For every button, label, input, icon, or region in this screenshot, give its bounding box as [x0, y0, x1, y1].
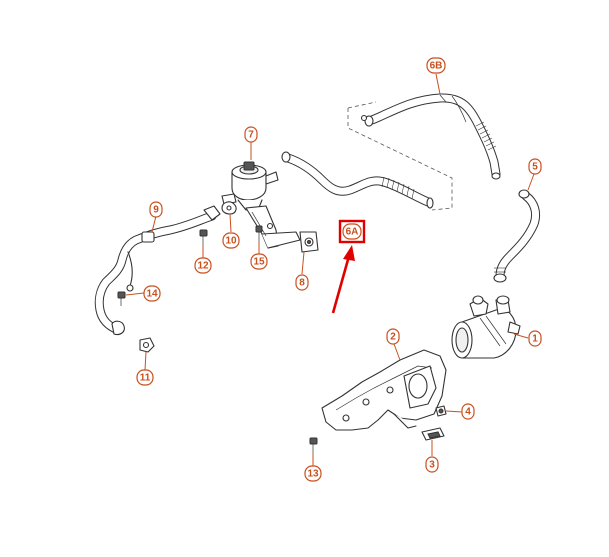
- svg-text:15: 15: [253, 257, 265, 268]
- svg-text:3: 3: [429, 460, 435, 471]
- callout-12[interactable]: 12: [194, 257, 212, 274]
- bolt-15[interactable]: [255, 225, 263, 242]
- svg-text:9: 9: [153, 205, 159, 216]
- svg-text:11: 11: [140, 373, 151, 384]
- callout-13[interactable]: 13: [304, 465, 322, 482]
- svg-text:5: 5: [532, 162, 538, 173]
- callout-11[interactable]: 11: [136, 369, 154, 386]
- callout-14[interactable]: 14: [143, 285, 161, 302]
- nut-11[interactable]: [139, 337, 155, 353]
- callout-15[interactable]: 15: [250, 253, 268, 270]
- bolt-13[interactable]: [309, 437, 318, 454]
- callout-6b[interactable]: 6B: [426, 57, 446, 74]
- svg-text:4: 4: [465, 407, 471, 418]
- bracket-2[interactable]: [321, 349, 447, 431]
- callout-10[interactable]: 10: [222, 232, 240, 249]
- leader-lines: [125, 73, 535, 466]
- clip-3[interactable]: [421, 427, 445, 441]
- highlight-box-6a: [338, 219, 366, 244]
- svg-text:6A: 6A: [346, 227, 359, 238]
- svg-text:12: 12: [197, 261, 209, 272]
- dashed-frame: [347, 101, 453, 211]
- hose-5[interactable]: [493, 189, 541, 283]
- hose-6a[interactable]: [281, 151, 434, 209]
- svg-text:10: 10: [225, 236, 237, 247]
- bolt-12[interactable]: [199, 229, 208, 246]
- svg-text:2: 2: [390, 332, 396, 343]
- svg-text:14: 14: [146, 289, 158, 300]
- callout-8[interactable]: 8: [295, 274, 309, 291]
- red-arrow: [331, 245, 355, 314]
- callout-5[interactable]: 5: [528, 158, 542, 175]
- callout-2[interactable]: 2: [386, 328, 400, 345]
- svg-text:13: 13: [307, 469, 319, 480]
- svg-text:8: 8: [299, 278, 305, 289]
- svg-text:7: 7: [248, 130, 254, 141]
- nut-4[interactable]: [435, 405, 447, 417]
- hose-9[interactable]: [94, 205, 221, 336]
- hose-6b[interactable]: [360, 93, 501, 180]
- callout-7[interactable]: 7: [244, 126, 258, 143]
- valve-7[interactable]: [221, 161, 301, 249]
- gasket-8[interactable]: [299, 231, 319, 253]
- callouts: 1 2 3 4 5 6A 6B 7: [136, 57, 542, 482]
- svg-text:6B: 6B: [430, 61, 443, 72]
- callout-3[interactable]: 3: [425, 456, 439, 473]
- pump-1[interactable]: [451, 295, 521, 359]
- callout-1[interactable]: 1: [528, 330, 542, 347]
- svg-text:1: 1: [532, 334, 538, 345]
- clamp-10[interactable]: [221, 201, 237, 215]
- callout-4[interactable]: 4: [461, 403, 475, 420]
- callout-6a[interactable]: 6A: [342, 223, 362, 240]
- clip-14[interactable]: [117, 291, 126, 306]
- callout-9[interactable]: 9: [149, 201, 163, 218]
